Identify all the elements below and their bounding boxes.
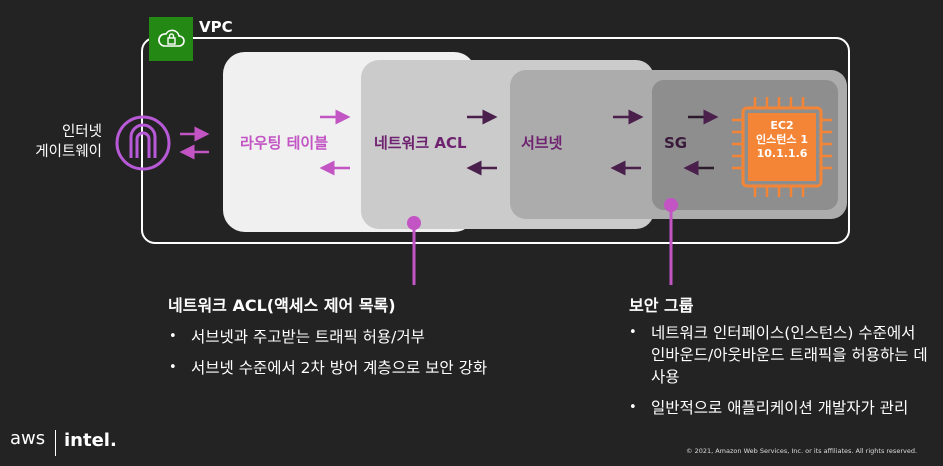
internet-gateway-label-line1: 인터넷: [61, 124, 102, 140]
cloud-lock-icon: [158, 29, 185, 47]
internet-gateway-label-line2: 게이트웨이: [35, 144, 102, 160]
sg-callout-pointer: [664, 198, 678, 285]
list-item: 일반적으로 애플리케이션 개발자가 관리: [629, 397, 929, 419]
vpc-label: VPC: [199, 18, 233, 36]
sg-callout-title: 보안 그룹: [629, 296, 694, 315]
vpc-badge: [149, 17, 193, 61]
nacl-callout-pointer: [407, 216, 421, 285]
ec2-line3: 10.1.1.6: [756, 147, 808, 160]
aws-logo: aws: [10, 428, 46, 449]
list-item: 서브넷과 주고받는 트래픽 허용/거부: [169, 326, 549, 348]
intel-logo: intel.: [64, 430, 117, 451]
list-item: 네트워크 인터페이스(인스턴스) 수준에서 인바운드/아웃바운드 트래픽을 허용…: [629, 322, 929, 388]
vpc-boundary: [141, 37, 850, 244]
logo-divider: [55, 430, 56, 456]
ec2-line1: EC2: [770, 119, 794, 132]
ec2-chip-icon: [732, 97, 832, 197]
ec2-instance-label: EC2 인스턴스 1 10.1.1.6: [747, 119, 817, 161]
ec2-line2: 인스턴스 1: [756, 133, 808, 146]
nacl-callout-title: 네트워크 ACL(액세스 제어 목록): [168, 296, 396, 315]
internet-gateway-label: 인터넷 게이트웨이: [10, 122, 102, 162]
sg-callout-list: 네트워크 인터페이스(인스턴스) 수준에서 인바운드/아웃바운드 트래픽을 허용…: [629, 322, 929, 428]
internet-gateway-icon: [115, 115, 171, 171]
list-item: 서브넷 수준에서 2차 방어 계층으로 보안 강화: [169, 357, 549, 379]
security-group-label: SG: [664, 134, 688, 152]
copyright-notice: © 2021, Amazon Web Services, Inc. or its…: [686, 447, 918, 455]
nacl-callout-list: 서브넷과 주고받는 트래픽 허용/거부 서브넷 수준에서 2차 방어 계층으로 …: [169, 326, 549, 388]
route-table-label: 라우팅 테이블: [240, 134, 329, 152]
subnet-label: 서브넷: [521, 134, 563, 152]
network-acl-label: 네트워크 ACL: [374, 134, 467, 152]
